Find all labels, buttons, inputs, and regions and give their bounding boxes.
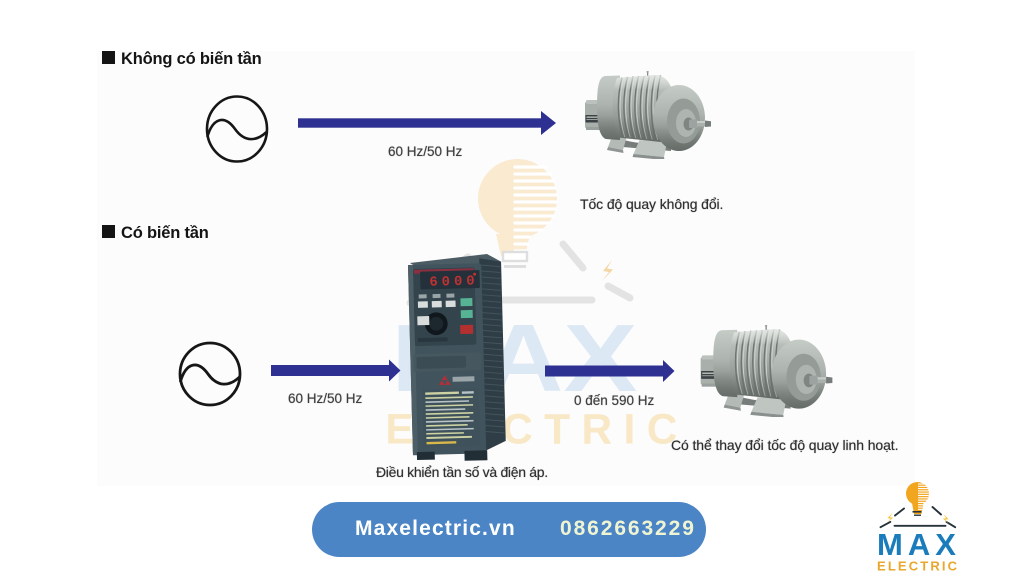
- svg-text:6000: 6000: [429, 274, 479, 291]
- svg-text:MAX: MAX: [877, 527, 961, 562]
- svg-text:ELECTRIC: ELECTRIC: [877, 559, 959, 574]
